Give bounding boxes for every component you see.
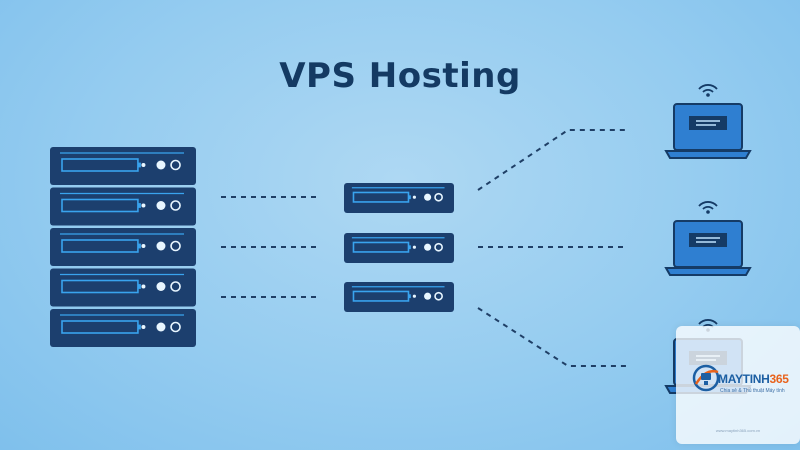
power-button-icon xyxy=(156,282,166,291)
power-button-icon xyxy=(156,322,166,332)
reset-button-icon xyxy=(434,242,443,252)
status-led xyxy=(141,244,146,248)
drive-bay-notch xyxy=(137,324,141,330)
server-body xyxy=(50,228,196,266)
wifi-arc-small xyxy=(702,89,714,93)
main-server-unit xyxy=(50,309,196,347)
vps-servers xyxy=(344,183,454,312)
vps-server xyxy=(344,282,454,312)
dashed-link-vps-laptop xyxy=(477,307,628,367)
laptop-icon xyxy=(664,201,752,276)
laptop-icon xyxy=(664,84,752,159)
watermark-tagline: Chia sẻ & Thủ thuật Máy tính xyxy=(720,388,785,394)
drive-bay-notch xyxy=(408,245,411,250)
wifi-dot xyxy=(706,93,710,97)
monitor-logo-icon xyxy=(692,364,720,392)
status-led xyxy=(141,325,146,329)
vps-server xyxy=(344,183,454,213)
status-led xyxy=(412,294,416,298)
laptop-base xyxy=(664,150,752,159)
connection-lines xyxy=(221,129,628,367)
server-body xyxy=(50,309,196,347)
drive-bay-notch xyxy=(137,243,141,249)
power-button-icon xyxy=(156,160,166,170)
drive-bay-notch xyxy=(408,294,411,299)
drive-bay-notch xyxy=(137,162,141,168)
reset-button-icon xyxy=(170,321,181,333)
watermark-footer: www.maytinh365.com.vn xyxy=(715,428,761,433)
wifi-arc-large xyxy=(698,84,718,90)
main-server-unit xyxy=(50,228,196,266)
screen-window xyxy=(689,233,727,247)
reset-button-icon xyxy=(434,291,443,301)
power-button-icon xyxy=(156,241,166,251)
reset-button-icon xyxy=(170,200,181,211)
wifi-dot xyxy=(706,210,710,214)
main-server-stack xyxy=(50,147,196,347)
drive-bay-notch xyxy=(408,195,411,200)
drive-bay-notch xyxy=(137,284,141,289)
server-body xyxy=(344,282,454,312)
status-led xyxy=(141,203,146,208)
status-led xyxy=(412,245,416,249)
reset-button-icon xyxy=(170,159,181,171)
watermark-brand: MAYTINH365 xyxy=(718,372,789,386)
server-body xyxy=(50,268,196,307)
wifi-icon xyxy=(698,84,718,97)
server-body xyxy=(50,147,196,185)
screen-window xyxy=(689,116,727,130)
power-button-icon xyxy=(424,243,432,251)
drive-bay-notch xyxy=(137,203,141,208)
reset-button-icon xyxy=(170,240,181,252)
diagram-title: VPS Hosting xyxy=(279,56,521,96)
vps-server xyxy=(344,233,454,263)
wifi-arc-large xyxy=(698,201,718,207)
power-button-icon xyxy=(424,193,432,201)
wifi-icon xyxy=(698,201,718,214)
server-body xyxy=(344,233,454,263)
status-led xyxy=(141,163,146,167)
watermark: MAYTINH365 Chia sẻ & Thủ thuật Máy tính … xyxy=(676,326,800,444)
status-led xyxy=(412,195,416,199)
main-server-unit xyxy=(50,147,196,185)
wifi-arc-small xyxy=(702,206,714,210)
wifi-arc-large xyxy=(698,319,718,325)
main-server-unit xyxy=(50,187,196,226)
dashed-link-vps-laptop xyxy=(477,129,628,191)
power-button-icon xyxy=(156,201,166,210)
status-led xyxy=(141,284,146,289)
power-button-icon xyxy=(424,292,432,300)
reset-button-icon xyxy=(170,281,181,292)
main-server-unit xyxy=(50,268,196,307)
reset-button-icon xyxy=(434,192,443,202)
server-body xyxy=(344,183,454,213)
laptop-base xyxy=(664,267,752,276)
server-body xyxy=(50,187,196,226)
